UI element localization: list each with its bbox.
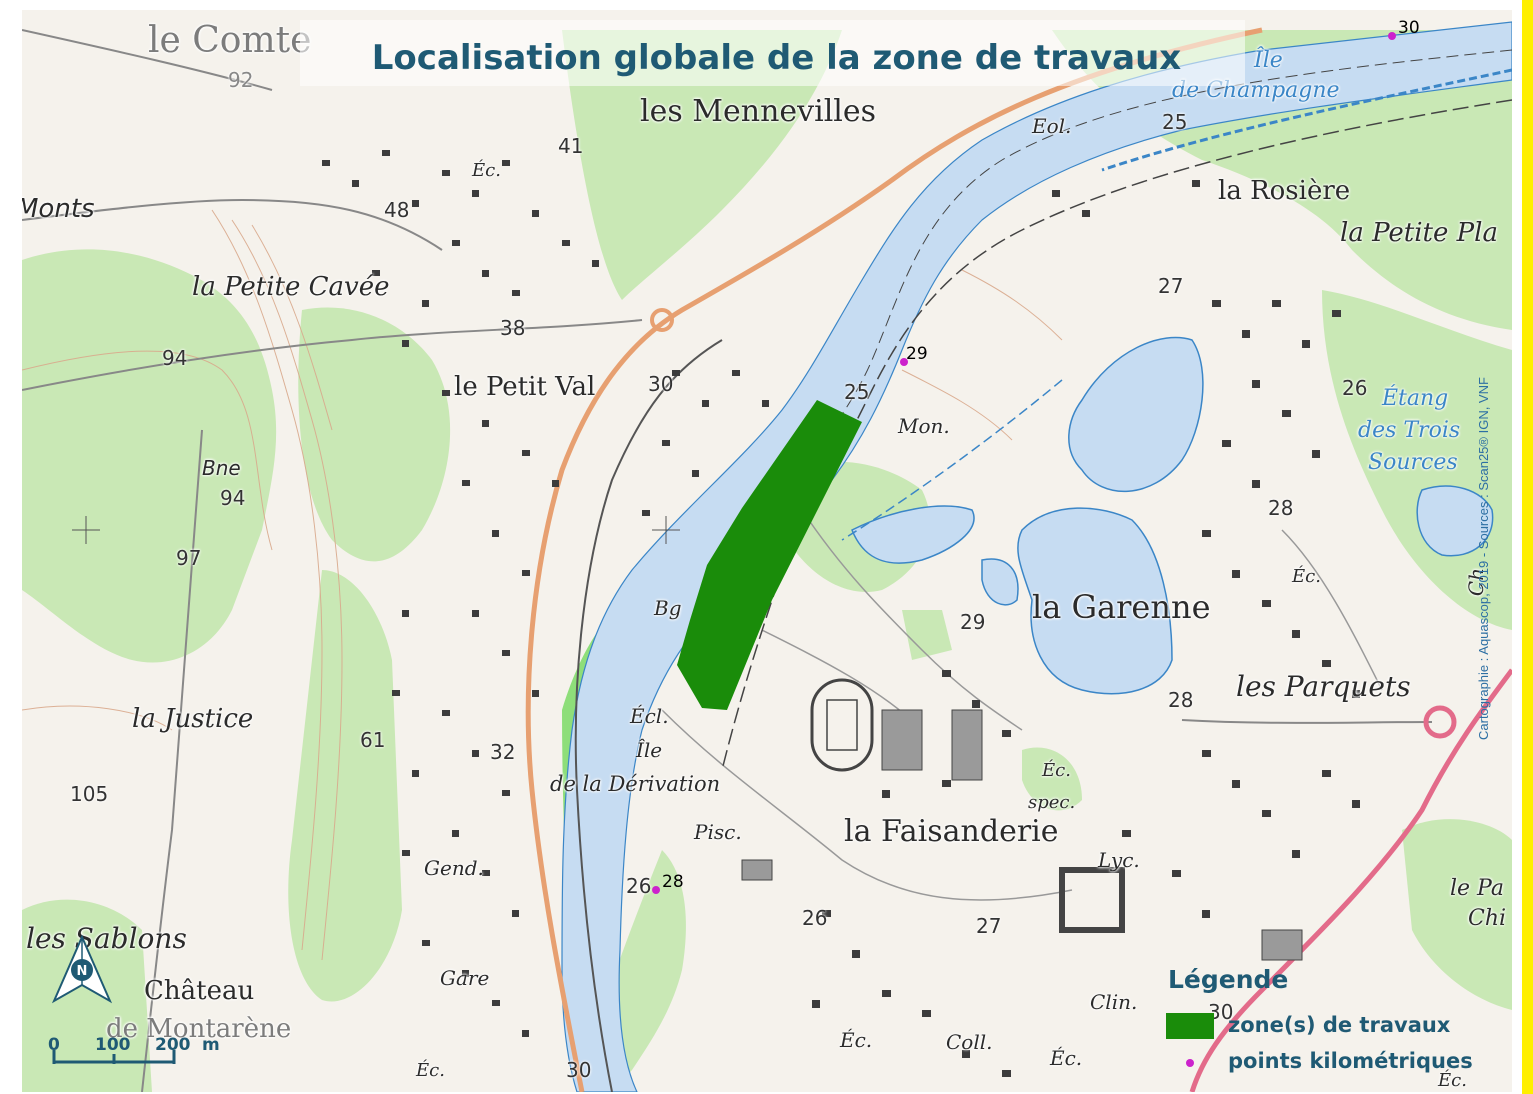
label-la-petite-cavee: la Petite Cavée <box>192 272 390 302</box>
label-ec-3: Éc. <box>840 1028 873 1052</box>
label-les-sablons: les Sablons <box>26 922 187 955</box>
legend-pk-dot <box>1186 1059 1194 1067</box>
label-ile: Île <box>1254 48 1283 73</box>
label-la-petite-pla: la Petite Pla <box>1340 218 1498 248</box>
label-des-trois: des Trois <box>1358 418 1461 443</box>
pk-point-29-label: 29 <box>906 344 928 364</box>
label-ile-2: Île <box>636 738 663 762</box>
buildings <box>322 150 1360 1077</box>
label-eol: Eol. <box>1032 114 1072 138</box>
label-ec-4: Éc. <box>1050 1046 1083 1070</box>
elevation-26c: 26 <box>626 874 652 898</box>
large-buildings <box>741 709 1303 961</box>
grid-crosses <box>72 516 680 544</box>
elevation-26b: 26 <box>802 906 828 930</box>
label-spec: spec. <box>1028 792 1076 813</box>
elevation-30a: 30 <box>648 372 674 396</box>
label-le-petit-val: le Petit Val <box>454 372 596 402</box>
north-letter: N <box>77 964 88 979</box>
label-pisc: Pisc. <box>694 820 742 844</box>
legend-title: Légende <box>1168 965 1289 994</box>
label-les-parquets: les Parquets <box>1236 670 1411 703</box>
label-chateau: Château <box>144 976 255 1006</box>
label-ecl: Écl. <box>630 704 669 728</box>
scale-tick-0: 0 <box>48 1035 60 1055</box>
elevation-27a: 27 <box>1158 274 1184 298</box>
elevation-48: 48 <box>384 198 410 222</box>
legend-pk-label: points kilométriques <box>1228 1049 1473 1073</box>
label-monts: Monts <box>22 194 95 224</box>
pk-point-30-dot <box>1388 32 1396 40</box>
elevation-28b: 28 <box>1168 688 1194 712</box>
elevation-92: 92 <box>228 68 254 92</box>
label-chi: Chi <box>1468 906 1507 931</box>
elevation-38: 38 <box>500 316 526 340</box>
yellow-border <box>1522 0 1533 1094</box>
label-la-rosiere: la Rosière <box>1218 176 1351 206</box>
stadium <box>810 678 874 772</box>
elevation-94a: 94 <box>162 346 188 370</box>
contours <box>22 209 1063 961</box>
label-etang: Étang <box>1382 386 1449 411</box>
map-canvas <box>22 10 1512 1092</box>
label-ec-1: Éc. <box>1292 566 1321 587</box>
elevation-30b: 30 <box>566 1058 592 1082</box>
elevation-27b: 27 <box>976 914 1002 938</box>
topographic-map[interactable]: le Comte les Mennevilles Île de Champagn… <box>22 10 1512 1092</box>
elevation-25b: 25 <box>1162 110 1188 134</box>
label-ec-5: Éc. <box>416 1060 445 1081</box>
label-coll: Coll. <box>946 1030 993 1054</box>
pk-point-28-label: 28 <box>662 872 684 892</box>
elevation-32: 32 <box>490 740 516 764</box>
label-gend: Gend. <box>424 856 484 880</box>
elevation-26a: 26 <box>1342 376 1368 400</box>
elevation-61: 61 <box>360 728 386 752</box>
map-credit: Cartographie : Aquascop, 2019 - Sources … <box>1476 377 1491 740</box>
scale-unit: m <box>202 1035 220 1055</box>
label-ec-7: Éc. <box>1438 1070 1467 1091</box>
label-clin: Clin. <box>1090 990 1138 1014</box>
scale-tick-200: 200 <box>155 1035 191 1055</box>
label-la-justice: la Justice <box>132 704 254 734</box>
boundary-line <box>1101 68 1512 172</box>
elevation-94b: 94 <box>220 486 246 510</box>
legend-work-zone-swatch <box>1166 1013 1214 1039</box>
roundabout <box>1423 705 1457 739</box>
label-bg: Bg <box>654 596 682 620</box>
elevation-41: 41 <box>558 134 584 158</box>
pk-point-28-dot <box>652 886 660 894</box>
elevation-25a: 25 <box>844 380 870 404</box>
label-les-mennevilles: les Mennevilles <box>640 94 877 129</box>
scale-tick-100: 100 <box>95 1035 131 1055</box>
map-title: Localisation globale de la zone de trava… <box>371 38 1182 78</box>
legend-work-zone-label: zone(s) de travaux <box>1228 1013 1451 1037</box>
pk-point-30-label: 30 <box>1398 18 1420 38</box>
label-lyc: Lyc. <box>1098 848 1140 872</box>
label-gare: Gare <box>440 966 490 990</box>
railway <box>721 99 1512 771</box>
lakes <box>851 336 1494 695</box>
title-background <box>300 20 1245 86</box>
elevation-28a: 28 <box>1268 496 1294 520</box>
label-mon: Mon. <box>898 414 950 438</box>
label-la-faisanderie: la Faisanderie <box>844 814 1059 849</box>
pk-point-29-dot <box>900 358 908 366</box>
label-de-montarene: de Montarène <box>106 1014 292 1044</box>
elevation-97: 97 <box>176 546 202 570</box>
label-sources: Sources <box>1368 450 1458 475</box>
label-le-comte: le Comte <box>148 20 312 61</box>
north-arrow-icon: N <box>52 935 112 1004</box>
roads <box>22 27 1512 1092</box>
label-bne: Bne <box>202 456 241 480</box>
elevation-29: 29 <box>960 610 986 634</box>
label-le-pa: le Pa <box>1450 876 1504 901</box>
elevation-105: 105 <box>70 782 109 806</box>
label-ec-6: Éc. <box>472 160 501 181</box>
label-de-la-derivation: de la Dérivation <box>550 772 721 796</box>
label-ec-2: Éc. <box>1042 760 1071 781</box>
label-la-garenne: la Garenne <box>1032 588 1211 626</box>
work-zone <box>677 400 862 710</box>
scale-bar <box>52 1050 176 1064</box>
